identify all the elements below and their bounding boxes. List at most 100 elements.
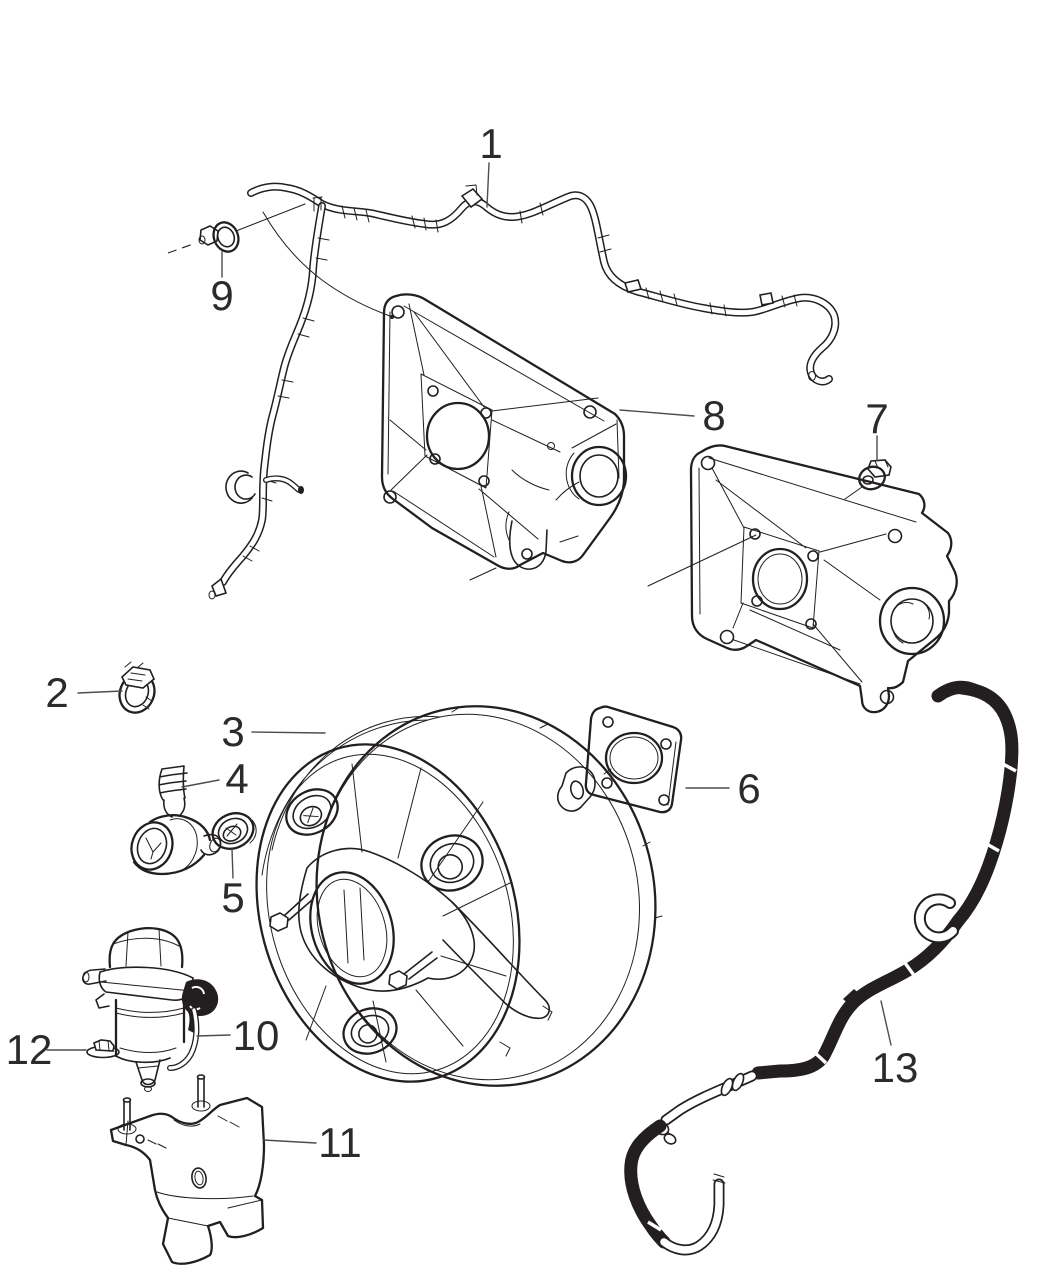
bolt-hole [427,385,439,397]
harness-clip-2 [759,292,774,306]
plate-outline [380,293,626,570]
bolt-hole [429,453,441,465]
plate-center-hole [751,547,809,611]
bracket-stud-right [196,1074,206,1108]
booster-stud-right [388,951,438,990]
retainer-nut-part-9 [167,203,306,254]
vacuum-pump-part-10 [82,927,219,1092]
callout-9[interactable]: 9 [210,251,234,319]
check-valve-part-4 [130,765,222,876]
callout-label-1[interactable]: 1 [479,120,502,167]
callout-4[interactable]: 4 [181,755,249,802]
flange-notches [499,1005,553,1057]
callout-label-7[interactable]: 7 [865,395,888,442]
nut-flange [858,465,886,491]
gasket-hole [601,777,613,789]
bracket-small-hole [135,1134,145,1144]
pump-bracket-part-11 [109,1074,266,1265]
bracket-outline [109,1096,266,1265]
callout-11[interactable]: 11 [262,1119,362,1166]
face-radial-lines [305,763,513,1063]
callout-label-10[interactable]: 10 [233,1012,280,1059]
vacuum-hose-part-13 [624,680,1019,1256]
callout-6[interactable]: 6 [685,765,761,812]
harness-t-junction [312,196,323,212]
bolt-head [93,1039,115,1052]
harness-open-end [808,371,816,381]
leader-line-8 [619,409,695,417]
booster-bracket-arm [442,901,551,1020]
callout-1[interactable]: 1 [479,120,503,208]
leader-line-3 [251,731,326,734]
tube-connector-ring [731,1072,745,1092]
callout-12[interactable]: 12 [6,1026,87,1073]
brake-booster-part-3 [255,705,663,1087]
pump-body [114,998,186,1064]
callout-label-11[interactable]: 11 [318,1119,362,1166]
grommet-outer [211,812,255,850]
callout-7[interactable]: 7 [865,395,889,462]
valve-nozzle [158,765,188,801]
bolt-hole [749,528,761,540]
plate-boss [878,586,946,656]
harness-main-tube [247,182,840,386]
callout-label-9[interactable]: 9 [210,272,233,319]
plate-lower-tab [505,469,580,570]
booster-ear-tab [556,766,596,812]
axis-line [167,242,197,254]
callout-3[interactable]: 3 [221,708,326,755]
leader-line-1 [486,162,490,208]
grommet-part-5 [211,812,257,850]
callout-5[interactable]: 5 [221,848,245,921]
tube-connector-ring [720,1077,734,1097]
gasket-hole [602,716,614,728]
booster-mount-plate [298,847,476,992]
bolt-part-12 [86,1039,120,1059]
clamp-screw-housing [121,666,155,689]
callout-label-3[interactable]: 3 [221,708,244,755]
rim-ticks [451,706,663,919]
booster-stud-left [269,893,313,932]
clamshell-seam-arcs [261,715,441,876]
corner-hole [719,629,735,645]
bolt-hole [751,595,763,607]
bracket-stud-left [122,1097,132,1131]
booster-port-top [285,788,339,836]
corner-hole [391,305,405,319]
alignment-dashes [469,535,579,581]
callout-8[interactable]: 8 [619,392,726,439]
callout-13[interactable]: 13 [872,1000,919,1091]
callout-label-2[interactable]: 2 [45,669,68,716]
hose-band-highlights [810,761,1017,1065]
corner-hole [383,490,397,504]
callout-label-5[interactable]: 5 [221,874,244,921]
nut-axis-line [844,486,863,500]
leader-line-4 [181,779,220,788]
callout-label-6[interactable]: 6 [737,765,760,812]
callout-label-4[interactable]: 4 [225,755,248,802]
callout-label-8[interactable]: 8 [702,392,725,439]
bracket-hatch [147,1115,240,1149]
callout-2[interactable]: 2 [45,669,123,716]
bolt-hole [478,475,490,487]
hose-clamp-part-2 [118,661,156,714]
bolt-hole [807,550,819,562]
callout-10[interactable]: 10 [196,1012,280,1059]
pump-right-fitting [181,979,219,1034]
booster-port-bottom [342,1007,398,1055]
alignment-line [647,534,757,587]
c-clip [915,895,957,942]
callout-label-13[interactable]: 13 [872,1044,919,1091]
pump-clamp-band [82,966,194,1009]
hook-tip-hatch [712,1173,726,1184]
nut-flange [212,221,240,253]
callout-label-12[interactable]: 12 [6,1026,53,1073]
shield-plate-part-7 [689,444,958,714]
vacuum-harness-part-1 [208,182,840,600]
leader-line-11 [262,1139,317,1144]
plate-inner-edges [387,305,620,558]
booster-port-middle [420,834,484,892]
corner-hole [879,689,895,705]
harness-rib-ticks [242,202,798,562]
shield-plate-part-8 [380,293,757,587]
